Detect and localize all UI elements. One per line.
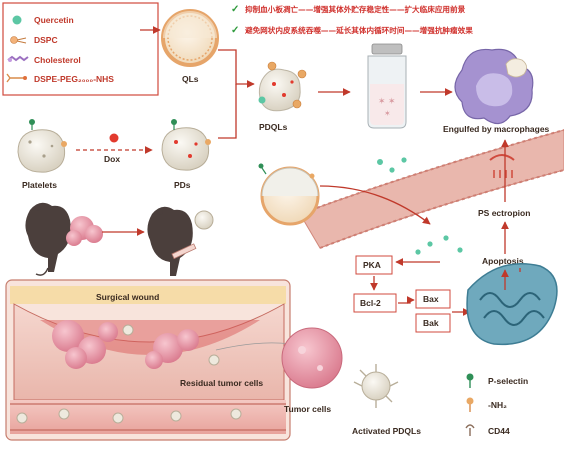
tumor-cells-label: Tumor cells [284,404,331,414]
dspc-lipid-icon [10,36,27,44]
wound-pdqls [16,324,242,424]
residual-tumor-cluster [52,320,199,369]
ps-ectropion-membrane [489,154,515,178]
engulfed-label: Engulfed by macrophages [443,124,550,134]
vial-contents-icon: ✶ ✶ [378,96,396,106]
storage-vial: ✶ ✶ ✶ [367,43,407,129]
mouse-with-tumor [25,202,71,276]
pds-particle [161,119,211,171]
dox-label: Dox [104,154,120,164]
component-legend: Quercetin DSPC Cholesterol DSPE-PEG₂₀₀₀-… [2,2,159,96]
mitochondrion [466,263,558,346]
legend-quercetin: Quercetin [12,15,74,25]
released-quercetin [377,157,463,255]
quercetin-dot-icon [12,15,22,25]
syringe-icon [171,243,197,260]
qls-liposome [161,9,219,67]
qls-label: QLs [182,74,199,84]
receptor-legend-nh2: -NH₂ [466,397,507,412]
check-icon: ✓ [231,25,239,36]
pdql-inset-icon [194,210,214,230]
p-selectin-icon [466,373,474,381]
pka-label: PKA [363,260,381,270]
check-icon: ✓ [231,4,239,15]
legend-peg: DSPE-PEG₂₀₀₀-NHS [6,73,114,84]
legend-dspc-label: DSPC [34,35,58,45]
legend-dspc: DSPC [10,35,58,45]
legend-cholesterol-label: Cholesterol [34,55,81,65]
platelets-label: Platelets [22,180,57,190]
pdqls-particle [258,61,307,112]
activated-pdqls-label: Activated PDQLs [352,426,421,436]
legend-peg-label: DSPE-PEG₂₀₀₀-NHS [34,74,114,84]
receptor-legend-cd44: CD44 [465,424,510,436]
cd44-icon [465,424,475,436]
activated-pdql [353,364,399,408]
cd44-label: CD44 [488,426,510,436]
benefit-2: 避免网状内皮系统吞噬——延长其体内循环时间——增强抗肿瘤效果 [245,25,473,35]
pdql-release-arrow [319,185,431,225]
bak-box: Bak [415,313,451,333]
blood-vessel-wall [299,129,564,249]
receptor-legend-p-selectin: P-selectin [466,373,528,388]
peg-linker-icon [6,73,27,83]
ps-ectropion-label: PS ectropion [478,208,530,218]
receptor-legend: P-selectin -NH₂ CD44 [465,373,528,436]
surgical-wound-panel [5,279,291,441]
qls-to-pdqls-arrow [218,49,255,88]
dox-molecule-icon [109,133,119,143]
cholesterol-icon [7,55,29,62]
bcl2-to-bax-arrow [398,296,415,304]
legend-cholesterol: Cholesterol [7,55,81,65]
bcl2-box: Bcl-2 [353,293,397,313]
benefit-1: 抑制血小板凋亡——增强其体外贮存稳定性——扩大临床应用前景 [245,4,466,14]
p-selectin-label: P-selectin [488,376,528,386]
bax-label: Bax [423,294,439,304]
surgical-wound-label: Surgical wound [96,292,159,302]
bcl2-label: Bcl-2 [360,298,381,308]
bak-label: Bak [423,318,439,328]
benefit-list: ✓ 抑制血小板凋亡——增强其体外贮存稳定性——扩大临床应用前景 ✓ 避免网状内皮… [231,4,473,36]
pdqls-label: PDQLs [259,122,288,132]
svg-text:✶: ✶ [384,109,391,118]
pds-label: PDs [174,180,191,190]
legend-quercetin-label: Quercetin [34,15,74,25]
p-selectin-icon [29,119,35,130]
bax-box: Bax [415,289,451,309]
tumor-cell [281,327,343,389]
apoptosis-label: Apoptosis [482,256,524,266]
platelet-cell [17,119,67,173]
macrophage [454,48,534,125]
mouse-injected [147,206,193,276]
pds-to-pdqls-connector [218,84,237,139]
pka-box: PKA [355,255,393,275]
residual-tumor-label: Residual tumor cells [180,378,263,388]
nh2-label: -NH₂ [488,400,507,410]
excised-tumor [66,216,103,246]
pdql-at-vessel [258,163,320,226]
amine-icon [466,397,474,405]
